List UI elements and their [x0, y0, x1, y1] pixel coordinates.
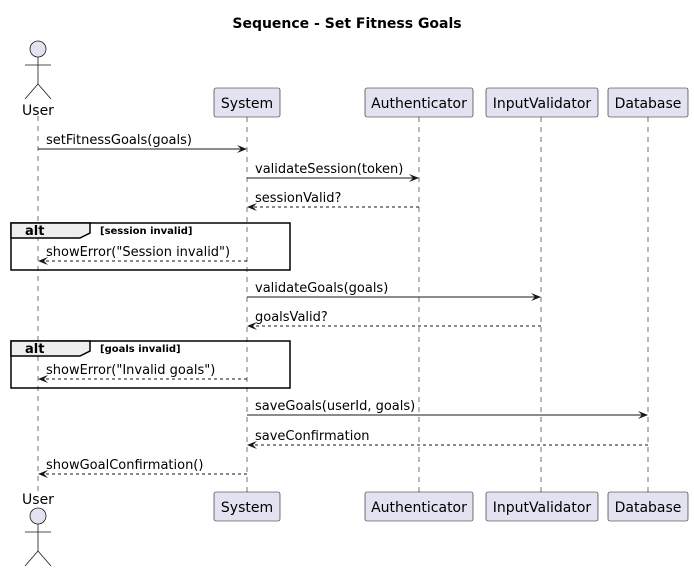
alt-frame: [10, 340, 291, 389]
participant-label: System: [221, 500, 273, 516]
participant-label: Database: [615, 96, 682, 112]
message-label: goalsValid?: [255, 310, 328, 325]
participant-label: InputValidator: [493, 500, 592, 516]
participant-label: User: [22, 103, 54, 119]
diagram-title: Sequence - Set Fitness Goals: [232, 16, 461, 32]
actor-leg-icon: [24, 83, 39, 100]
message-2: validateSession(token): [247, 162, 419, 182]
message-label: sessionValid?: [255, 191, 341, 206]
participant-box: [364, 491, 474, 522]
message-1: setFitnessGoals(goals): [38, 133, 247, 153]
participant-auth-top: Authenticator: [364, 87, 474, 118]
participant-system-top: System: [213, 87, 281, 118]
participant-db-bottom: Database: [607, 491, 689, 522]
alt-fragment: alt [session invalid]: [10, 222, 291, 271]
participant-system-bottom: System: [213, 491, 281, 522]
message-3: sessionValid?: [247, 191, 419, 211]
participant-label: Database: [615, 500, 682, 516]
actor-leg-icon: [24, 550, 39, 567]
alt-condition: [goals invalid]: [100, 344, 181, 355]
participant-validator-top: InputValidator: [485, 87, 599, 118]
message-label: showError("Invalid goals"): [46, 363, 215, 378]
participant-db-top: Database: [607, 87, 689, 118]
message-6: goalsValid?: [247, 310, 541, 330]
arrowhead-icon: [409, 174, 419, 182]
participant-label: Authenticator: [371, 500, 467, 516]
participant-validator-bottom: InputValidator: [485, 491, 599, 522]
actor-leg-icon: [37, 550, 52, 567]
actor-user-bottom: User: [22, 492, 54, 567]
message-label: showError("Session invalid"): [46, 245, 230, 260]
message-label: setFitnessGoals(goals): [46, 133, 192, 148]
arrowhead-icon: [38, 375, 48, 383]
participant-label: Authenticator: [371, 96, 467, 112]
message-8: saveGoals(userId, goals): [247, 399, 648, 419]
participant-label: User: [22, 492, 54, 508]
alt-keyword: alt: [25, 224, 44, 239]
arrowhead-icon: [38, 257, 48, 265]
participant-label: System: [221, 96, 273, 112]
message-5: validateGoals(goals): [247, 281, 541, 301]
participant-box: [364, 87, 474, 118]
participant-box: [607, 87, 689, 118]
message-label: saveConfirmation: [255, 429, 370, 444]
message-label: validateGoals(goals): [255, 281, 388, 296]
actor-leg-icon: [37, 83, 52, 100]
alt-condition: [session invalid]: [100, 226, 193, 237]
participant-box: [213, 491, 281, 522]
actor-user-top: User: [22, 40, 54, 119]
message-label: saveGoals(userId, goals): [255, 399, 415, 414]
arrowhead-icon: [237, 145, 247, 153]
arrowhead-icon: [247, 441, 257, 449]
alt-tab: [10, 340, 91, 357]
arrowhead-icon: [247, 322, 257, 330]
alt-tab: [10, 222, 91, 239]
participant-box: [485, 87, 599, 118]
arrowhead-icon: [638, 411, 648, 419]
message-label: validateSession(token): [255, 162, 403, 177]
message-7: showError("Invalid goals"): [38, 363, 247, 383]
participant-box: [213, 87, 281, 118]
message-9: saveConfirmation: [247, 429, 648, 449]
arrowhead-icon: [247, 203, 257, 211]
participant-auth-bottom: Authenticator: [364, 491, 474, 522]
actor-head-icon: [29, 40, 47, 58]
participant-box: [607, 491, 689, 522]
message-label: showGoalConfirmation(): [46, 458, 203, 473]
arrowhead-icon: [38, 470, 48, 478]
arrowhead-icon: [531, 293, 541, 301]
alt-keyword: alt: [25, 342, 44, 357]
participant-box: [485, 491, 599, 522]
message-10: showGoalConfirmation(): [38, 458, 247, 478]
participant-label: InputValidator: [493, 96, 592, 112]
actor-head-icon: [29, 507, 47, 525]
message-4: showError("Session invalid"): [38, 245, 247, 265]
alt-fragment: alt [goals invalid]: [10, 340, 291, 389]
alt-frame: [10, 222, 291, 271]
